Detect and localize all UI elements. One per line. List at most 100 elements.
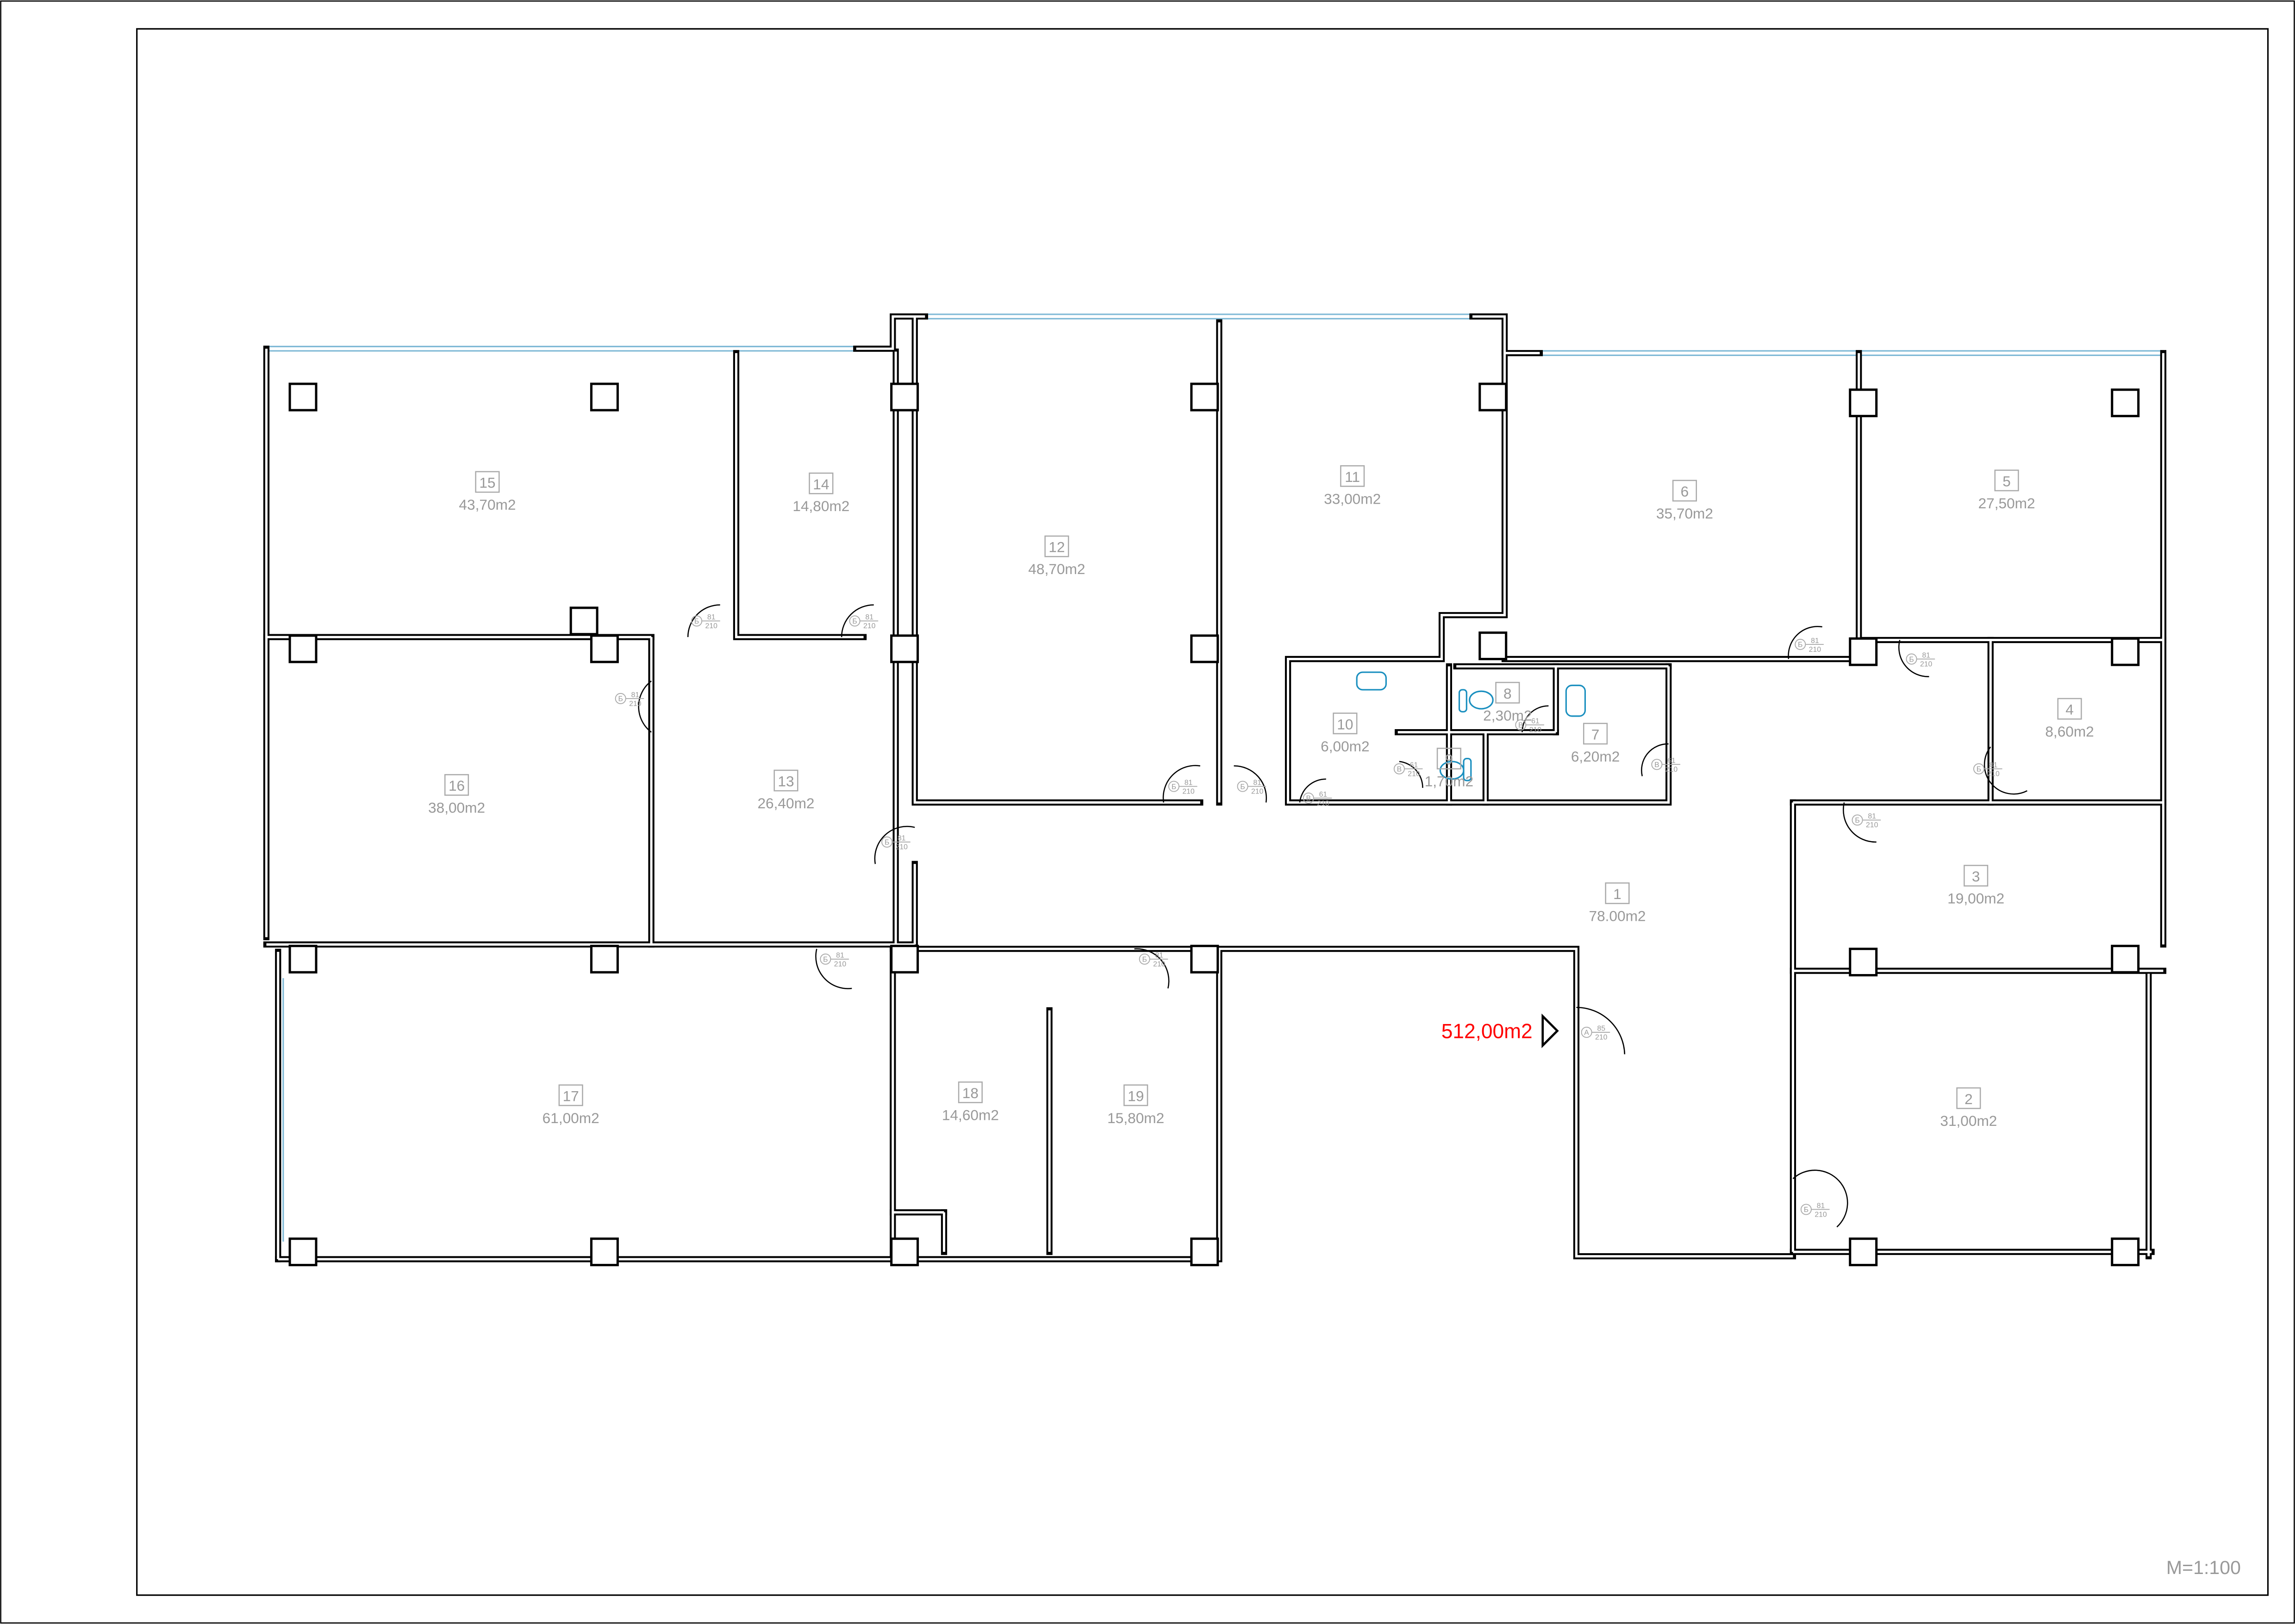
- door-width: 81: [1868, 812, 1876, 820]
- door-width: 81: [865, 613, 873, 621]
- room-number: 8: [1503, 685, 1512, 702]
- room-17[interactable]: 17 61,00m2: [543, 1084, 599, 1126]
- drawing-frame: [136, 28, 2269, 1596]
- column: [1849, 1237, 1878, 1267]
- door-height: 210: [1408, 770, 1420, 778]
- column: [288, 1237, 318, 1267]
- columns: [288, 382, 2140, 1267]
- column: [2111, 1237, 2140, 1267]
- room-number: 17: [563, 1087, 579, 1104]
- door-type: Б: [1142, 956, 1147, 963]
- column: [890, 1237, 919, 1267]
- room-10[interactable]: 106,00m2: [1321, 712, 1370, 755]
- room-number-box: [958, 1081, 983, 1103]
- room-number-box: [1583, 723, 1608, 745]
- door-type: В: [1654, 761, 1659, 769]
- door-height: 210: [705, 622, 718, 630]
- column: [2111, 388, 2140, 418]
- room-number-box: [1340, 465, 1365, 487]
- room-number: 14: [813, 476, 829, 493]
- column: [590, 1237, 619, 1267]
- door-type: Б: [1855, 817, 1859, 824]
- room-number-box: [1672, 480, 1697, 502]
- column: [569, 606, 599, 636]
- wall-inner: [856, 315, 925, 350]
- column: [1849, 948, 1878, 977]
- door-type: В: [1306, 795, 1311, 803]
- room-8[interactable]: 82,30m2: [1483, 681, 1532, 724]
- room-2[interactable]: 231,00m2: [1940, 1087, 1997, 1129]
- room-19[interactable]: 19 15,80m2: [1107, 1084, 1164, 1126]
- wall: [1469, 313, 1543, 356]
- door-width: 81: [1811, 637, 1819, 645]
- door-type: Б: [1977, 765, 1981, 773]
- wall: [911, 313, 1204, 806]
- door-swing: [687, 604, 720, 637]
- room-area: 43,70m2: [459, 496, 516, 513]
- room-area: 33,00m2: [1324, 490, 1381, 507]
- room-9[interactable]: 91,70m2: [1425, 748, 1473, 790]
- room-3[interactable]: 319,00m2: [1947, 865, 2004, 907]
- room-number-box: [475, 471, 500, 493]
- column: [288, 944, 318, 974]
- door-width: 81: [707, 613, 716, 621]
- door-width: 61: [1667, 757, 1676, 765]
- door-type: В: [1518, 722, 1523, 730]
- door-swing: [1983, 746, 2027, 795]
- door-type: Б: [823, 956, 828, 963]
- entrance-arrow-icon: [1541, 1013, 1559, 1049]
- door-type: A: [1584, 1029, 1589, 1037]
- column: [590, 634, 619, 663]
- room-area: 26,40m2: [757, 795, 814, 812]
- room-1[interactable]: 178.00m2: [1589, 882, 1646, 924]
- room-number: 19: [1128, 1087, 1144, 1104]
- column: [2111, 944, 2140, 974]
- room-6[interactable]: 635,70m2: [1656, 480, 1713, 522]
- room-7[interactable]: 76,20m2: [1571, 723, 1620, 765]
- room-number-box: [1123, 1084, 1148, 1106]
- room-area: 61,00m2: [543, 1110, 599, 1126]
- door-type-circle: [1237, 781, 1248, 792]
- column: [1190, 634, 1219, 663]
- wall-inner: [913, 316, 1200, 804]
- door-type: В: [1397, 765, 1402, 773]
- door-swing: [1299, 778, 1326, 803]
- door-type: Б: [1798, 641, 1802, 649]
- door-type: Б: [1909, 656, 1914, 663]
- room-5[interactable]: 527,50m2: [1978, 469, 2035, 512]
- room-number: 3: [1972, 868, 1980, 885]
- door-width: 81: [1817, 1202, 1825, 1210]
- door-swing: [1234, 765, 1267, 803]
- door-swing: [638, 680, 652, 733]
- room-4[interactable]: 48,60m2: [2045, 698, 2094, 740]
- room-area: 15,80m2: [1107, 1110, 1164, 1126]
- door-height: 210: [1317, 800, 1329, 807]
- door-height: 210: [896, 843, 908, 851]
